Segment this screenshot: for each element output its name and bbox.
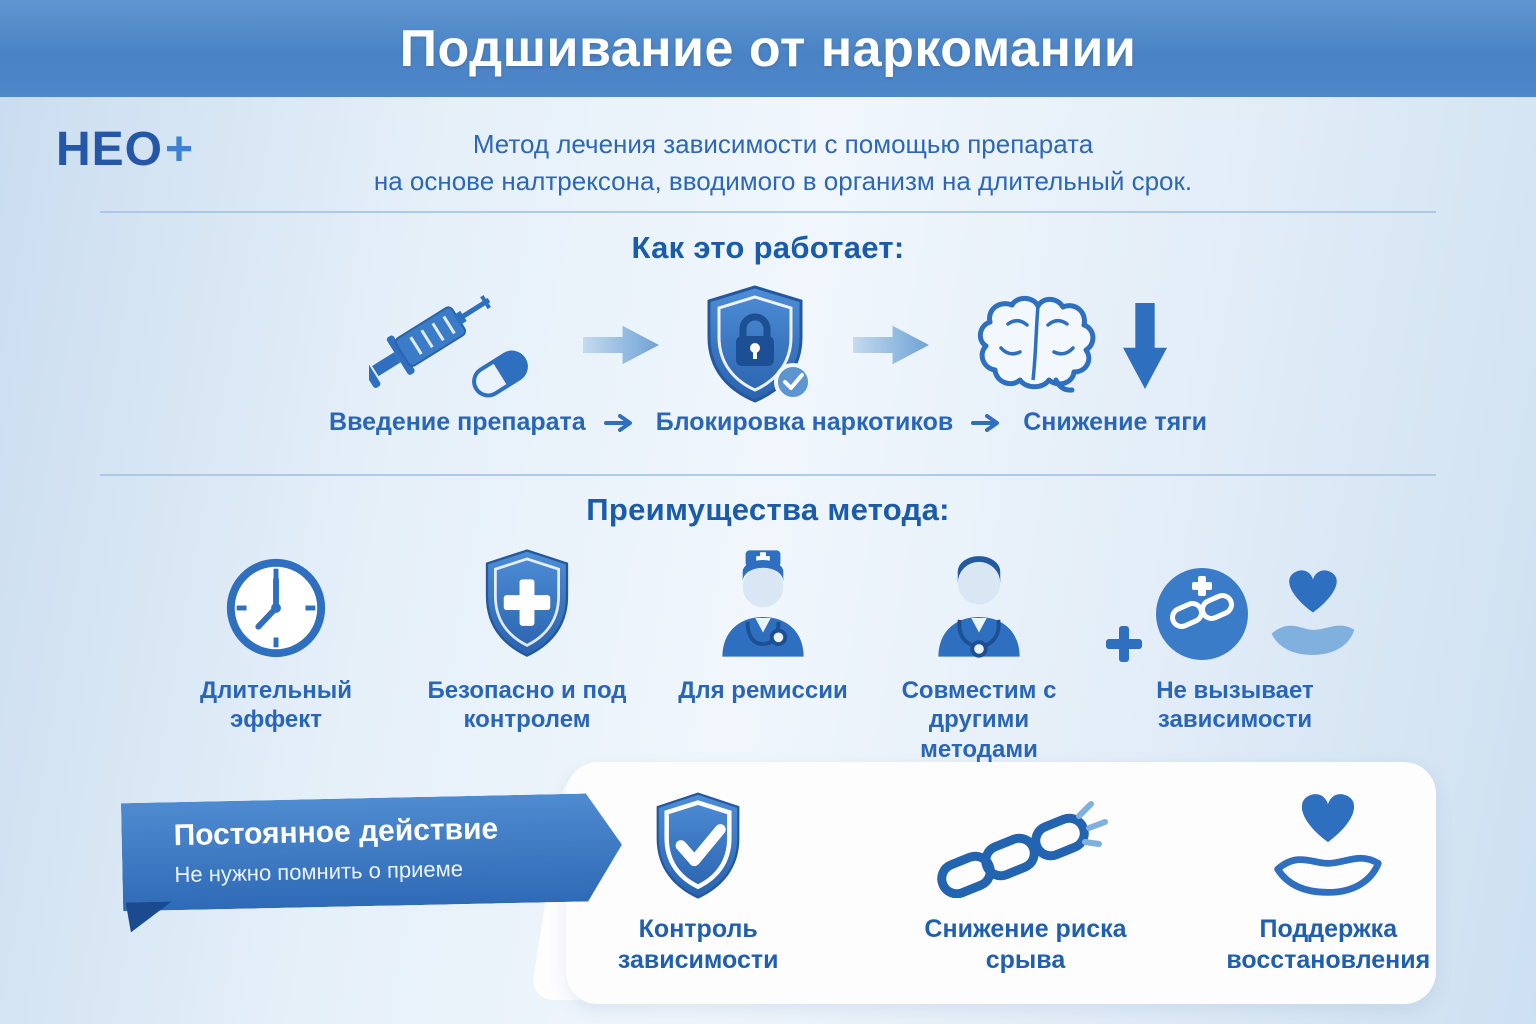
benefit-label: Безопасно и под контролем <box>427 677 627 734</box>
shield-check-icon <box>647 782 749 910</box>
syringe-pill-icon <box>369 282 549 408</box>
ribbon-title: Постоянное действие <box>173 812 499 853</box>
step-label-2: Блокировка наркотиков <box>655 408 954 436</box>
bottom-label: Поддержка восстановления <box>1226 915 1431 974</box>
how-it-works-icons <box>0 280 1536 410</box>
step-label-3: Снижение тяги <box>1023 408 1207 436</box>
ribbon-banner: Постоянное действие Не нужно помнить о п… <box>121 793 623 911</box>
benefit-label: Длительный эффект <box>200 677 352 734</box>
bottom-label: Снижение риска срыва <box>924 915 1127 974</box>
arrow-right-icon <box>583 325 659 365</box>
how-it-works-labels: Введение препарата Блокировка наркотиков… <box>0 408 1536 437</box>
brain-decrease-icon <box>963 288 1167 403</box>
logo-text: НЕО <box>56 123 164 176</box>
bottom-item-control: Контроль зависимости <box>566 782 830 1004</box>
arrow-right-icon <box>971 413 1000 432</box>
intro-line-1: Метод лечения зависимости с помощью преп… <box>472 129 1094 159</box>
ribbon-subtitle: Не нужно помнить о приеме <box>174 856 464 888</box>
benefit-label: Для ремиссии <box>678 677 848 704</box>
benefit-long-effect: Длительный эффект <box>171 538 381 735</box>
shield-cross-icon <box>474 538 580 664</box>
benefit-no-addiction: Не вызывает зависимости <box>1105 538 1365 735</box>
ribbon-fold <box>126 902 173 933</box>
bottom-item-relapse: Снижение риска срыва <box>888 782 1162 1004</box>
benefits-heading: Преимущества метода: <box>586 492 950 527</box>
benefit-safe: Безопасно и под контролем <box>427 538 627 735</box>
arrow-down-icon <box>1123 303 1167 389</box>
clinic-logo: НЕО + <box>56 122 194 177</box>
benefits-row: Длительный эффект Безопасно и под контро… <box>30 538 1506 764</box>
clock-icon <box>220 538 332 664</box>
divider <box>100 211 1436 213</box>
step-label-1: Введение препарата <box>329 408 586 436</box>
divider <box>100 474 1436 476</box>
hand-heart-small-icon <box>1271 570 1355 655</box>
plus-icon <box>1106 626 1142 662</box>
chain-circle-icon <box>1156 568 1248 660</box>
arrow-right-icon <box>603 413 632 432</box>
doctor-cap-icon <box>705 538 821 664</box>
plus-chain-hand-heart-icon <box>1104 538 1366 664</box>
intro-description: Метод лечения зависимости с помощью преп… <box>210 126 1356 200</box>
intro-line-2: на основе налтрексона, вводимого в орган… <box>373 165 1193 196</box>
logo-plus-icon: + <box>165 123 195 176</box>
hand-heart-icon <box>1264 782 1392 910</box>
bottom-item-support: Поддержка восстановления <box>1221 782 1436 1004</box>
bottom-panel: Контроль зависимости Снижение риска срыв… <box>566 762 1436 1004</box>
shield-lock-icon <box>693 282 819 408</box>
benefit-label: Совместим с другими методами <box>901 677 1057 763</box>
page-title: Подшивание от наркомании <box>399 19 1137 78</box>
arrow-right-icon <box>853 325 929 365</box>
benefit-label: Не вызывает зависимости <box>1156 677 1314 734</box>
benefit-compatible: Совместим с другими методами <box>899 538 1059 764</box>
broken-chain-icon <box>927 782 1123 910</box>
header-banner: Подшивание от наркомании <box>0 0 1536 97</box>
how-it-works-heading: Как это работает: <box>631 230 905 265</box>
bottom-label: Контроль зависимости <box>617 915 779 974</box>
doctor-stethoscope-icon <box>921 538 1037 664</box>
benefit-remission: Для ремиссии <box>673 538 853 705</box>
